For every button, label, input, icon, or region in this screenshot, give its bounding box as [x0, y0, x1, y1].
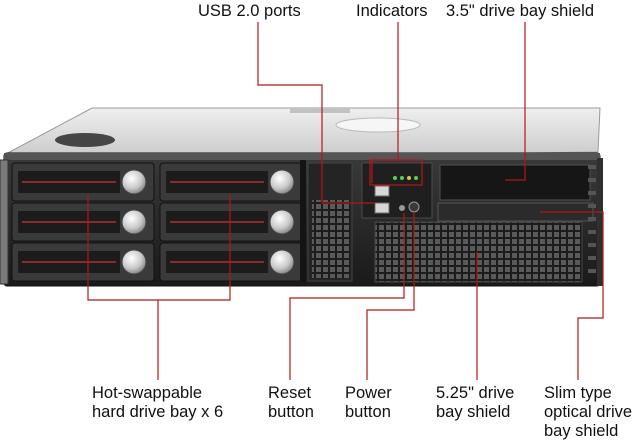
drive-tray[interactable] — [159, 202, 303, 242]
usb-port-upper[interactable] — [374, 185, 390, 197]
drive-tray-release-knob[interactable] — [121, 249, 147, 275]
drive-35-bay-shield — [439, 164, 591, 201]
drive-tray[interactable] — [11, 202, 155, 242]
slim-callout-line — [540, 211, 604, 380]
callout-lines — [87, 22, 604, 380]
slim-optical-shield-label: Slim type optical drive bay shield — [544, 384, 632, 441]
hot-swap-bay-label-line1: Hot-swappable — [92, 384, 203, 402]
drive35-callout-line — [505, 22, 526, 181]
reset-button-label-line2: button — [268, 403, 314, 421]
left-rack-ear — [0, 159, 9, 285]
indicator-led-1 — [393, 176, 397, 180]
indicator-led-3 — [407, 176, 411, 180]
reset-button-label: Reset button — [268, 384, 314, 422]
power-button-label: Power button — [345, 384, 392, 422]
hot-swap-bay-label-line2: hard drive bay x 6 — [92, 403, 224, 421]
drive-tray-release-knob[interactable] — [121, 169, 147, 195]
drive-525-bay-shield — [374, 221, 583, 283]
indicators-callout-box — [369, 159, 423, 186]
indicators-label: Indicators — [356, 2, 428, 20]
slim-optical-shield-label-line2: optical drive — [544, 403, 633, 421]
drive-35-shield-label: 3.5" drive bay shield — [446, 2, 595, 20]
drive-tray-release-knob[interactable] — [121, 209, 147, 235]
reset-button[interactable] — [399, 205, 405, 211]
drive-525-shield-label-line2: bay shield — [436, 403, 511, 421]
drive-cage-rail — [300, 160, 306, 282]
power-button[interactable] — [408, 201, 420, 213]
usb-callout-line — [257, 22, 375, 204]
hot-swap-drive-bays — [11, 162, 303, 282]
control-panel — [361, 162, 433, 219]
drive-tray-release-knob[interactable] — [269, 169, 295, 195]
hotswap-callout-line — [87, 195, 231, 301]
power-callout-line — [366, 212, 415, 380]
power-button-label-line2: button — [345, 403, 391, 421]
slim-optical-shield-label-line3: bay shield — [544, 422, 619, 440]
hot-swap-bay-label: Hot-swappable hard drive bay x 6 — [92, 384, 223, 422]
center-control-area — [307, 162, 353, 282]
reset-callout-line — [289, 213, 405, 380]
drive-525-shield-label-line1: 5.25" drive — [436, 384, 515, 402]
indicator-led-2 — [400, 176, 404, 180]
slim-optical-shield-label-line1: Slim type — [544, 384, 612, 402]
center-vent-grille — [312, 200, 350, 278]
drive-tray[interactable] — [11, 162, 155, 202]
drive-tray[interactable] — [11, 242, 155, 282]
indicator-led-4 — [414, 176, 418, 180]
usb-ports-label: USB 2.0 ports — [198, 2, 301, 20]
reset-button-label-line1: Reset — [268, 384, 312, 402]
drive-tray-release-knob[interactable] — [269, 209, 295, 235]
right-side-vents — [588, 165, 596, 273]
usb-port-lower[interactable] — [374, 202, 390, 214]
chassis-top — [3, 107, 601, 161]
power-button-label-line1: Power — [345, 384, 392, 402]
drive-tray-release-knob[interactable] — [269, 249, 295, 275]
drive-525-shield-label: 5.25" drive bay shield — [436, 384, 514, 422]
drive-tray[interactable] — [159, 242, 303, 282]
drive-tray[interactable] — [159, 162, 303, 202]
